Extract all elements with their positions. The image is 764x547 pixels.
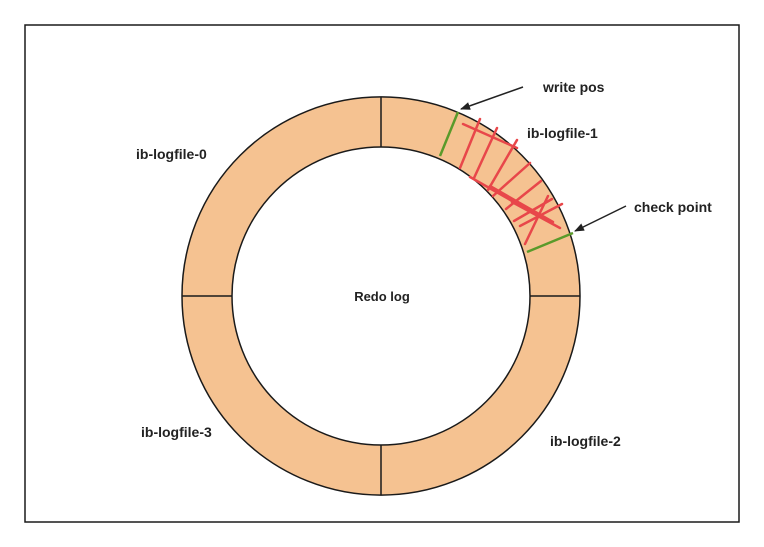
free-space-hatch [458,117,564,246]
check-point-label: check point [634,199,712,215]
write-pos-label: write pos [542,79,605,95]
diagram-frame [24,24,740,523]
check-point-arrow [574,205,627,232]
segment-label-ib-logfile-1: ib-logfile-1 [527,125,598,141]
write-pos-marker [438,111,460,157]
segment-label-ib-logfile-2: ib-logfile-2 [550,433,621,449]
segment-label-ib-logfile-0: ib-logfile-0 [136,146,207,162]
center-label: Redo log [354,289,410,304]
check-point-marker [526,231,574,254]
segment-label-ib-logfile-3: ib-logfile-3 [141,424,212,440]
write-pos-arrow [460,86,524,110]
